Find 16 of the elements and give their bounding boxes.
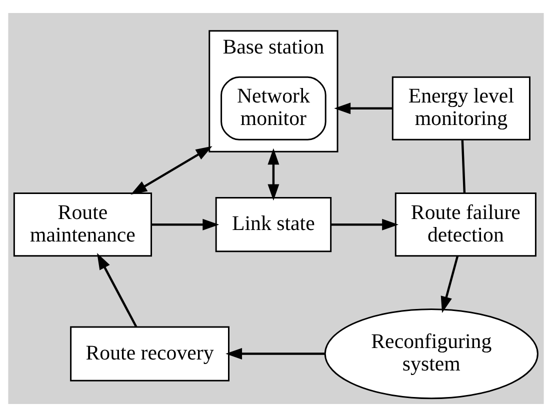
node-box: Route failure detection — [394, 192, 536, 257]
arrow — [97, 253, 138, 328]
connector — [461, 140, 466, 194]
node-box: Network monitor — [220, 76, 326, 140]
arrow — [226, 348, 325, 360]
arrow — [151, 218, 220, 230]
arrow — [130, 146, 212, 195]
arrow — [330, 218, 398, 230]
node-box: Energy level monitoring — [392, 76, 530, 140]
node-ellipse: Reconfiguring system — [324, 308, 538, 400]
arrow — [440, 256, 459, 313]
arrow — [334, 102, 392, 114]
node-box: Route maintenance — [13, 192, 152, 257]
node-box: Route recovery — [70, 326, 230, 382]
arrow — [268, 148, 280, 201]
node-box: Link state — [215, 197, 332, 252]
